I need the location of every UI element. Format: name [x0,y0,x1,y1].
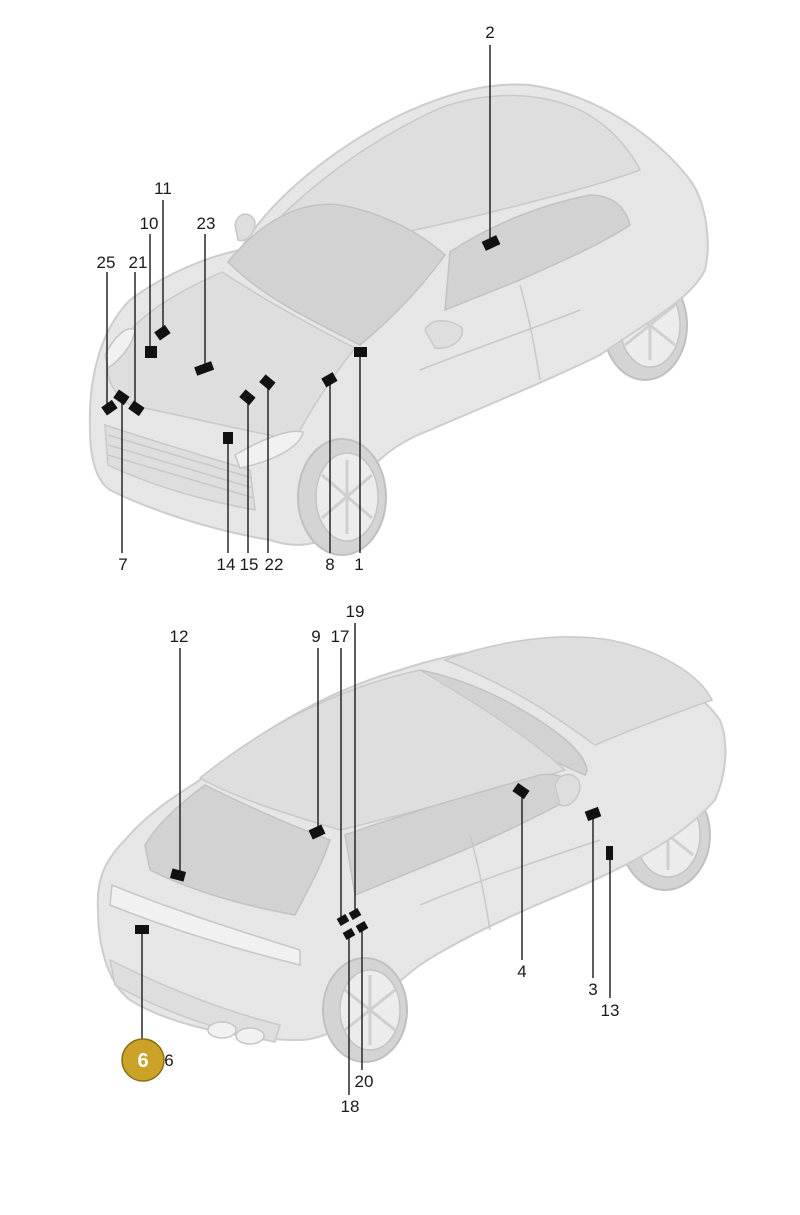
front-view-car [88,83,709,556]
front-view-windshield [227,203,446,346]
marker-7 [113,389,130,406]
rear-view-roof [198,669,567,831]
rear-view-exhaust-right [235,1027,265,1045]
callout-label-7[interactable]: 7 [118,555,127,574]
marker-19 [348,908,362,920]
callout-label-14[interactable]: 14 [217,555,236,574]
marker-20 [355,921,369,933]
rear-view-tail-light [109,883,301,966]
marker-18 [342,928,356,940]
callout-label-19[interactable]: 19 [346,602,365,621]
rear-view-rear-window [144,784,331,916]
rear-view-mirror [554,773,581,807]
marker-10 [145,346,157,358]
marker-12 [169,868,187,882]
front-view-mirror-right [424,320,464,349]
front-view-number-labels: 2 11 10 23 25 21 7 14 15 22 8 1 [97,23,495,574]
marker-22 [259,374,276,391]
callout-label-21[interactable]: 21 [129,253,148,272]
marker-4 [512,782,530,800]
callout-label-1[interactable]: 1 [354,555,363,574]
marker-25 [101,399,118,416]
marker-1 [354,347,367,357]
callout-label-22[interactable]: 22 [265,555,284,574]
callout-label-15[interactable]: 15 [240,555,259,574]
marker-3 [584,806,602,822]
marker-14 [223,432,233,444]
marker-23 [194,361,215,376]
callout-label-23[interactable]: 23 [197,214,216,233]
front-view-grille [104,423,256,511]
front-view-headlight-right [234,430,304,469]
rear-view-car [96,636,727,1063]
marker-6 [135,925,149,934]
callout-label-6[interactable]: 6 [164,1051,173,1070]
callout-label-13[interactable]: 13 [601,1001,620,1020]
marker-8 [321,372,338,388]
rear-view-diffuser [108,958,281,1043]
front-view-side-window [444,194,631,312]
rear-view-rear-wheel [322,957,408,1063]
rear-view-exhaust-left [207,1021,237,1039]
callout-label-11[interactable]: 11 [154,179,172,198]
highlight-badge[interactable] [121,1038,165,1082]
highlighted-callout-6[interactable]: 6 6 [121,1038,174,1082]
marker-21 [128,400,145,417]
marker-2 [481,235,501,251]
marker-17 [336,914,350,926]
marker-13 [606,846,613,860]
callout-label-20[interactable]: 20 [355,1072,374,1091]
front-view-callouts [101,45,501,553]
callout-label-12[interactable]: 12 [170,627,189,646]
callout-label-10[interactable]: 10 [140,214,159,233]
rear-view-number-labels: 19 12 9 17 4 3 13 20 18 [170,602,620,1116]
callout-label-17[interactable]: 17 [331,627,350,646]
callout-label-9[interactable]: 9 [311,627,320,646]
front-view-front-wheel [297,438,387,556]
rear-view-callouts [135,623,613,1095]
callout-label-2[interactable]: 2 [485,23,494,42]
callout-label-3[interactable]: 3 [588,980,597,999]
callout-label-8[interactable]: 8 [325,555,334,574]
callout-label-18[interactable]: 18 [341,1097,360,1116]
front-view-mirror-left [234,213,256,242]
marker-15 [239,389,256,406]
highlight-badge-number: 6 [137,1050,148,1072]
rear-view-hood [442,636,714,746]
callout-label-25[interactable]: 25 [97,253,116,272]
marker-11 [154,324,171,341]
marker-9 [308,824,326,840]
callout-label-4[interactable]: 4 [517,962,526,981]
